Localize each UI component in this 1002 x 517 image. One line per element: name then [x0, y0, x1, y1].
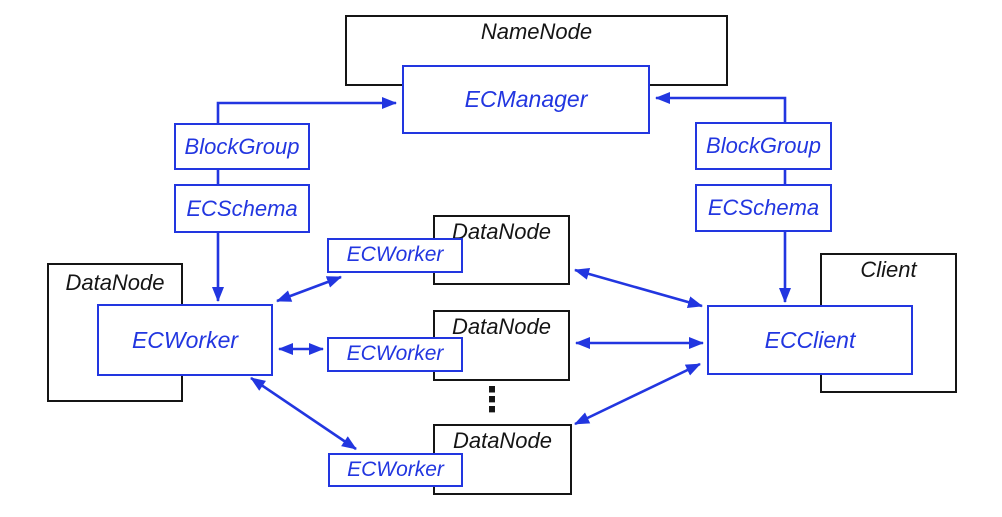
blockgroup-right-box: BlockGroup [695, 122, 832, 170]
client-label: Client [860, 257, 917, 282]
edge-datanode-bottom-ecclient [574, 362, 701, 426]
blockgroup-left-label: BlockGroup [184, 133, 300, 159]
ecschema-left-box: ECSchema [174, 184, 310, 233]
datanode-middle-label: DataNode [451, 314, 552, 339]
datanode-left-label: DataNode [65, 270, 165, 295]
ecworker-main-label: ECWorker [131, 326, 239, 353]
ecmanager-box: ECManager [402, 65, 650, 134]
ecclient-label: ECClient [764, 326, 856, 353]
ecworker-bottom-box: ECWorker [328, 453, 463, 487]
ecschema-right-label: ECSchema [707, 195, 820, 221]
ecmanager-label: ECManager [464, 86, 588, 113]
ecschema-left-label: ECSchema [186, 195, 298, 221]
vertical-ellipsis: ⋮ [475, 380, 509, 420]
edge-ecworker-main-ecworker-top [276, 275, 342, 303]
ecworker-top-label: ECWorker [346, 243, 444, 267]
ecworker-middle-box: ECWorker [327, 337, 463, 372]
blockgroup-right-label: BlockGroup [706, 133, 821, 159]
ecschema-right-box: ECSchema [695, 184, 832, 232]
edge-ecworker-main-ecworker-bottom [250, 376, 357, 451]
datanode-top-label: DataNode [451, 219, 552, 244]
ecclient-box: ECClient [707, 305, 913, 375]
edge-datanode-top-ecclient [574, 268, 703, 308]
edge-blockgroup-left-to-ecmanager [216, 97, 397, 123]
blockgroup-left-box: BlockGroup [174, 123, 310, 170]
ecworker-middle-label: ECWorker [346, 342, 444, 366]
namenode-label: NameNode [480, 19, 593, 44]
datanode-bottom-label: DataNode [452, 428, 553, 453]
ecworker-main-box: ECWorker [97, 304, 273, 376]
ecworker-bottom-label: ECWorker [347, 457, 444, 481]
edge-blockgroup-right-to-ecmanager [655, 92, 787, 122]
ecworker-top-box: ECWorker [327, 238, 463, 273]
